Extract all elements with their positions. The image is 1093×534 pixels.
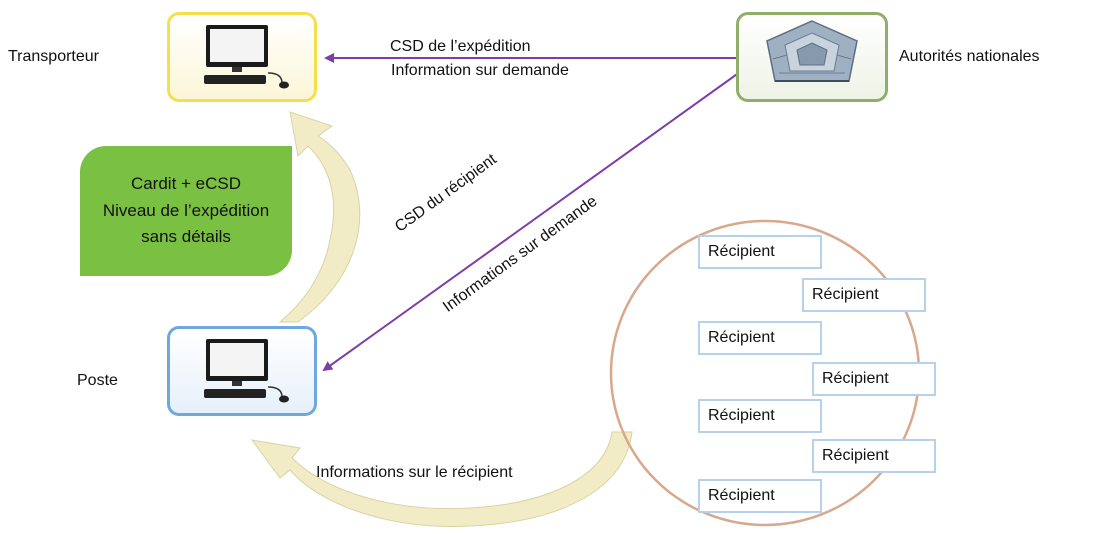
note-line-1: Cardit + eCSD bbox=[130, 174, 242, 194]
receptacle-box: Récipient bbox=[812, 439, 936, 473]
note-line-2: Niveau de l’expédition bbox=[102, 200, 270, 220]
computer-icon bbox=[204, 339, 289, 403]
receptacle-box: Récipient bbox=[698, 235, 822, 269]
flow-arrow-authorities-to-post bbox=[322, 71, 741, 372]
authorities-label: Autorités nationales bbox=[899, 48, 1040, 65]
receptacle-box: Récipient bbox=[802, 278, 926, 312]
authorities-node bbox=[736, 12, 888, 102]
curved-arrow-receptacles-to-post bbox=[250, 431, 633, 527]
note-line-3: sans détails bbox=[141, 227, 231, 247]
flow-top-label-2: Information sur demande bbox=[391, 62, 569, 79]
post-label: Poste bbox=[77, 372, 118, 389]
receptacle-box: Récipient bbox=[698, 479, 822, 513]
receptacle-box: Récipient bbox=[812, 362, 936, 396]
carrier-computer-node bbox=[167, 12, 317, 102]
post-computer-node bbox=[167, 326, 317, 416]
government-building-icon bbox=[766, 20, 858, 82]
flow-bottom-label: Informations sur le récipient bbox=[316, 464, 513, 481]
cardit-note-box: Cardit + eCSD Niveau de l’expédition san… bbox=[80, 146, 292, 276]
receptacle-box: Récipient bbox=[698, 321, 822, 355]
computer-icon bbox=[204, 25, 289, 89]
carrier-label: Transporteur bbox=[8, 48, 99, 65]
curved-arrow-post-to-carrier bbox=[278, 111, 361, 323]
flow-top-label-1: CSD de l’expédition bbox=[390, 38, 531, 55]
receptacle-box: Récipient bbox=[698, 399, 822, 433]
